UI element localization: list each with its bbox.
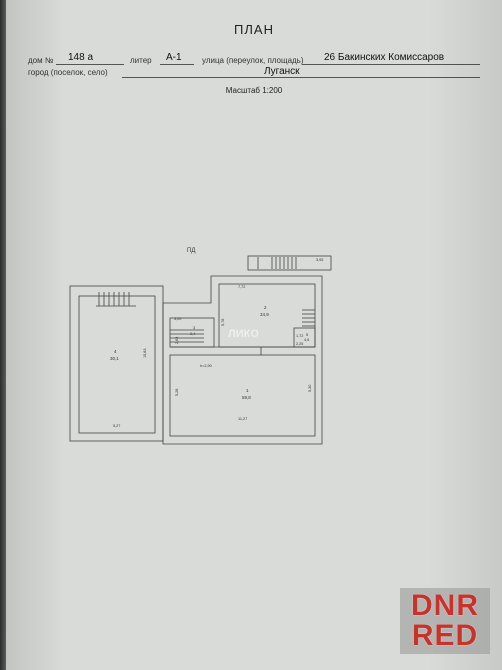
city-underline xyxy=(122,77,480,78)
right-stair xyxy=(302,309,315,327)
room-4-outer xyxy=(69,285,164,442)
main-outer-wall xyxy=(162,275,323,445)
document-title: ПЛАН xyxy=(234,22,274,37)
document-sheet: ПЛАН дом № 148 а литер А-1 улица (переул… xyxy=(6,0,502,670)
city-value: Луганск xyxy=(264,66,300,77)
room-4-area: 30,1 xyxy=(110,356,119,361)
room-3-number: 3 xyxy=(193,326,195,330)
dim-room5-b: 2,25 xyxy=(296,342,303,346)
room-1-area: 59,8 xyxy=(242,395,251,400)
dim-room4-height: 15,83 xyxy=(143,348,147,358)
room-4-inner xyxy=(78,295,156,434)
dim-room1-left: 5,28 xyxy=(175,389,179,396)
street-underline xyxy=(302,64,480,65)
dim-ceiling-height: h=2,90 xyxy=(200,364,212,368)
dim-room1-width: 11,27 xyxy=(238,417,247,421)
dim-room2-width: 7,72 xyxy=(238,285,245,289)
floor-plan: ПД 4 30,1 1 59,8 2 34,9 3 2,4 5 4,6 5,27… xyxy=(69,248,332,445)
watermark-line2: RED xyxy=(411,619,479,652)
room-2-area: 34,9 xyxy=(260,312,269,317)
scale-text: Масштаб 1:200 xyxy=(225,86,283,95)
dim-room4-width: 5,27 xyxy=(113,424,120,428)
inner-stair xyxy=(170,329,204,343)
city-label: город (поселок, село) xyxy=(28,68,108,77)
liter-value: А-1 xyxy=(166,52,182,63)
liter-label: литер xyxy=(130,56,152,65)
dim-room3-width: 3,20 xyxy=(174,317,181,321)
room-3-area: 2,4 xyxy=(190,332,195,336)
house-underline xyxy=(56,64,124,65)
upper-stair xyxy=(257,257,297,269)
room-1-walls xyxy=(169,354,316,437)
room-1-number: 1 xyxy=(246,388,249,393)
street-value: 26 Бакинских Комиссаров xyxy=(324,52,445,63)
house-value: 148 а xyxy=(68,52,94,63)
liter-underline xyxy=(160,64,194,65)
dim-room3-height: 2,63 xyxy=(175,337,179,344)
dnr-red-watermark-logo: DNR RED xyxy=(400,588,490,654)
room-5-area: 4,6 xyxy=(304,338,309,342)
upper-porch xyxy=(247,255,332,271)
left-stair xyxy=(96,292,136,307)
room-2-number: 2 xyxy=(264,305,267,310)
plan-center-watermark: ЛИКО xyxy=(228,328,259,340)
room-5-number: 5 xyxy=(306,333,308,337)
dim-room2-height: 5,78 xyxy=(221,319,225,326)
room-4-number: 4 xyxy=(114,349,117,354)
dim-room5-a: 1,72 xyxy=(296,334,303,338)
pd-label: ПД xyxy=(187,248,195,254)
dim-porch: 3,95 xyxy=(316,258,323,262)
dim-room1-right: 5,30 xyxy=(308,385,312,392)
page-binding-edge xyxy=(0,0,6,670)
house-label: дом № xyxy=(28,56,54,65)
street-label: улица (переулок, площадь) xyxy=(202,56,304,65)
watermark-line1: DNR xyxy=(411,589,479,622)
